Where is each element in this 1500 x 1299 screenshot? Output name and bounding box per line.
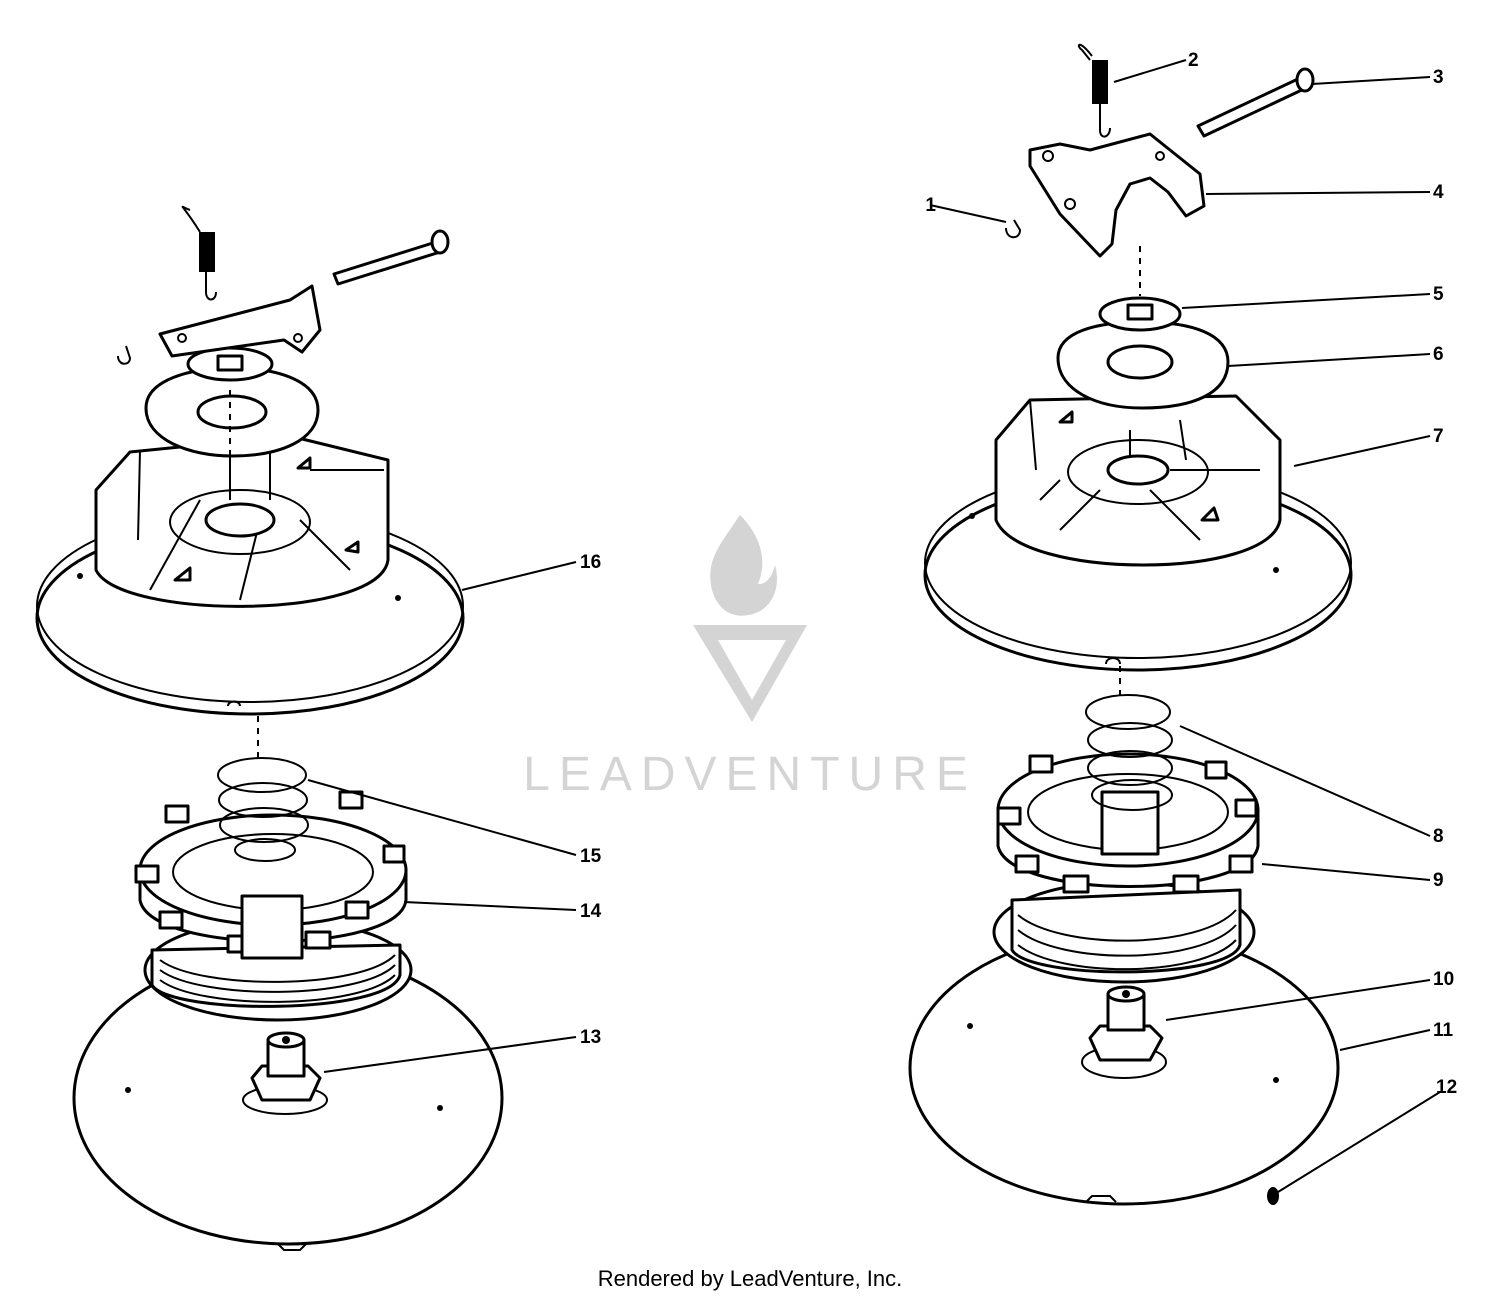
left-spring-hook xyxy=(181,205,217,301)
callout-12: 12 xyxy=(1436,1077,1457,1098)
callout-2: 2 xyxy=(1188,50,1199,71)
left-assembly xyxy=(35,205,504,1251)
flame-icon xyxy=(710,515,777,616)
callout-labels: 1 2 3 4 5 6 7 8 9 10 11 12 13 14 15 16 xyxy=(580,50,1457,1098)
left-fan-housing xyxy=(35,434,465,716)
watermark-text: LEADVENTURE xyxy=(523,748,977,801)
right-pulley xyxy=(992,880,1256,984)
callout-5: 5 xyxy=(1433,284,1444,305)
right-clip xyxy=(1005,219,1022,239)
callout-11: 11 xyxy=(1433,1020,1454,1041)
right-fan-housing xyxy=(923,394,1353,672)
callout-16: 16 xyxy=(580,552,601,573)
right-yoke-bracket xyxy=(1028,132,1206,258)
right-notched-plate xyxy=(1056,320,1230,410)
left-notched-plate xyxy=(144,366,320,458)
left-pin xyxy=(332,229,450,286)
left-spring xyxy=(217,757,309,862)
right-washer xyxy=(1098,296,1182,332)
right-pin xyxy=(1196,67,1315,138)
right-small-bolt xyxy=(1267,1187,1279,1205)
callout-9: 9 xyxy=(1433,870,1444,891)
right-assembly xyxy=(908,43,1353,1206)
left-pulley xyxy=(143,918,413,1022)
right-hub-nut xyxy=(1088,985,1164,1062)
callout-8: 8 xyxy=(1433,826,1444,847)
callout-13: 13 xyxy=(580,1027,601,1048)
left-hub-nut xyxy=(250,1031,322,1102)
callout-10: 10 xyxy=(1433,969,1454,990)
left-bracket xyxy=(158,284,322,358)
callout-15: 15 xyxy=(580,846,602,867)
callout-4: 4 xyxy=(1433,182,1444,203)
v-logo-icon xyxy=(693,625,807,722)
right-cup xyxy=(996,752,1260,894)
left-cup xyxy=(134,790,408,960)
right-spring xyxy=(1085,694,1173,811)
leadventure-watermark: LEADVENTURE xyxy=(523,515,977,801)
right-spring-hook xyxy=(1077,43,1111,138)
leader-lines xyxy=(307,59,1441,1193)
callout-3: 3 xyxy=(1433,67,1444,88)
callout-7: 7 xyxy=(1433,426,1444,447)
left-clip xyxy=(117,345,132,365)
footer-credit: Rendered by LeadVenture, Inc. xyxy=(598,1266,903,1291)
callout-1: 1 xyxy=(925,195,936,216)
callout-14: 14 xyxy=(580,901,602,922)
callout-6: 6 xyxy=(1433,344,1444,365)
